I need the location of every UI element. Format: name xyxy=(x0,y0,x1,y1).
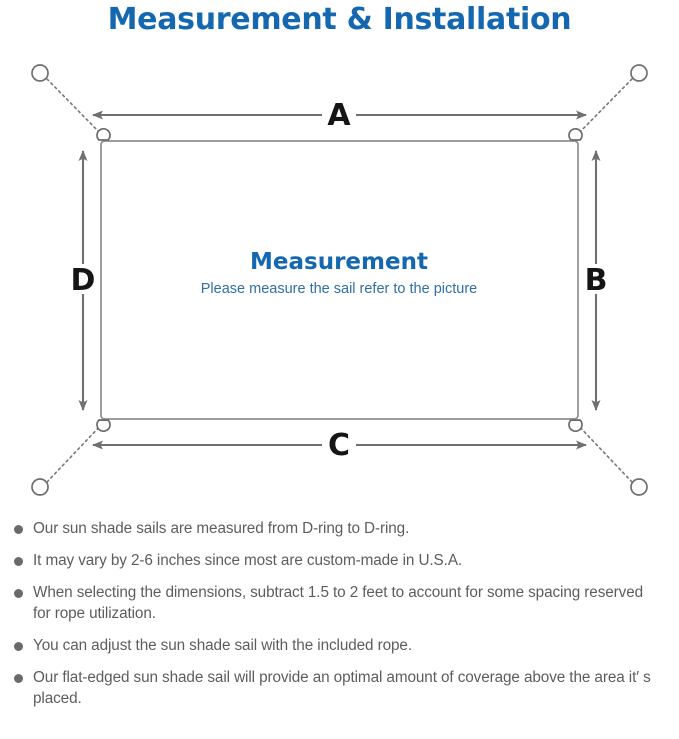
list-item: When selecting the dimensions, subtract … xyxy=(0,582,679,624)
rope-bottom-right xyxy=(574,421,633,483)
list-item: You can adjust the sun shade sail with t… xyxy=(0,635,679,656)
d-ring-top-left xyxy=(96,128,111,141)
anchor-ring-top-right xyxy=(630,64,648,82)
note-text: Our sun shade sails are measured from D-… xyxy=(33,520,410,537)
note-text: When selecting the dimensions, subtract … xyxy=(33,584,644,622)
notes-list: Our sun shade sails are measured from D-… xyxy=(0,518,679,720)
bullet-icon xyxy=(14,557,23,566)
rope-top-right xyxy=(574,78,633,138)
diagram-center-subtitle: Please measure the sail refer to the pic… xyxy=(201,281,477,297)
rope-bottom-left xyxy=(46,421,105,483)
anchor-ring-top-left xyxy=(31,64,49,82)
bullet-icon xyxy=(14,589,23,598)
d-ring-bottom-right xyxy=(568,419,583,432)
note-text: It may vary by 2-6 inches since most are… xyxy=(33,552,463,569)
anchor-rings xyxy=(31,64,648,496)
note-text: You can adjust the sun shade sail with t… xyxy=(33,637,412,654)
rope-top-left xyxy=(46,78,105,138)
bullet-icon xyxy=(14,642,23,651)
list-item: It may vary by 2-6 inches since most are… xyxy=(0,550,679,571)
bullet-icon xyxy=(14,674,23,683)
shade-sail-body xyxy=(100,140,579,420)
diagram-center-title: Measurement xyxy=(250,249,428,275)
page-title: Measurement & Installation xyxy=(107,2,572,37)
sail-measurement-diagram: Measurement Please measure the sail refe… xyxy=(31,64,648,496)
anchor-ring-bottom-left xyxy=(31,478,49,496)
d-rings xyxy=(96,128,583,432)
note-text: Our flat-edged sun shade sail will provi… xyxy=(33,669,651,707)
anchor-ring-bottom-right xyxy=(630,478,648,496)
dimension-d-label: D xyxy=(71,263,96,298)
dimension-c-label: C xyxy=(328,428,350,463)
d-ring-top-right xyxy=(568,128,583,141)
bullet-icon xyxy=(14,525,23,534)
list-item: Our sun shade sails are measured from D-… xyxy=(0,518,679,539)
list-item: Our flat-edged sun shade sail will provi… xyxy=(0,667,679,709)
dimension-b-label: B xyxy=(585,263,608,298)
rope-lines xyxy=(46,78,633,483)
d-ring-bottom-left xyxy=(96,419,111,432)
dimension-a-label: A xyxy=(327,98,351,133)
